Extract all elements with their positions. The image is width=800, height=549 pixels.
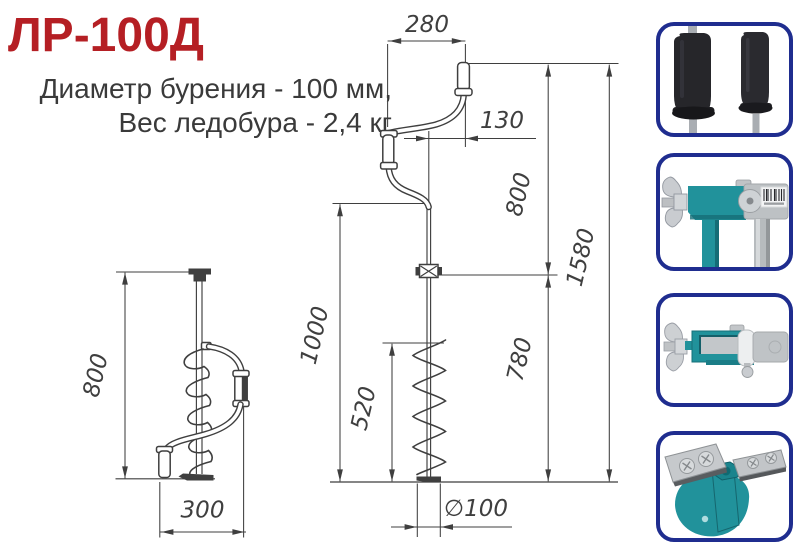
dim-total-height: 1580: [562, 226, 601, 289]
dim-bore-diameter: ∅100: [444, 496, 508, 522]
folded-view: 800 300: [79, 268, 250, 538]
dim-shaft-section: 1000: [296, 304, 335, 367]
cutting-head-blades-photo: [664, 443, 787, 537]
spec-drill-diameter: Диаметр бурения - 100 мм,: [39, 73, 392, 104]
handle-stem: [688, 26, 697, 38]
roller: [737, 329, 756, 367]
side-plate: [752, 331, 789, 363]
dim-folded-height: 800: [79, 351, 114, 400]
folding-joint-open-photo: [663, 322, 789, 378]
dim-folded-width: 300: [181, 498, 225, 524]
dim-upper-section: 800: [502, 170, 537, 219]
photo-panel-joint-open: [656, 293, 793, 407]
wing-nut-icon: [663, 322, 688, 372]
rubber-handles-photo: [672, 26, 773, 133]
photo-panel-joint-closed: [656, 153, 793, 271]
product-specs: Диаметр бурения - 100 мм, Вес ледобура -…: [0, 72, 392, 140]
folding-joint-closed-photo: [661, 176, 789, 267]
right-handle: [738, 32, 773, 114]
spec-weight: Вес ледобура - 2,4 кг: [118, 107, 392, 138]
left-blade: [664, 443, 727, 487]
upper-tube-teal: [702, 220, 719, 267]
auger-head-body: [675, 468, 750, 537]
barcode-sticker: [760, 186, 788, 208]
extended-view: 280 130 800 1580 1000 520 780 ∅100: [296, 12, 619, 537]
photo-panel-handles: [656, 22, 793, 137]
dim-auger-flight: 520: [347, 384, 382, 433]
clamp-stem: [685, 341, 695, 350]
joint-body: [688, 186, 746, 220]
product-title: ЛР-100Д: [8, 9, 204, 62]
dim-handle-span: 280: [405, 12, 449, 38]
lock-bolt: [741, 363, 754, 378]
dim-lower-section: 780: [503, 335, 538, 384]
photo-panel-cutting-head: [656, 431, 793, 542]
left-handle: [672, 33, 715, 120]
dim-crank-offset: 130: [480, 108, 524, 134]
wing-nut-icon: [661, 176, 688, 228]
technical-drawing: 800 300: [79, 12, 619, 538]
right-blade: [732, 449, 787, 482]
